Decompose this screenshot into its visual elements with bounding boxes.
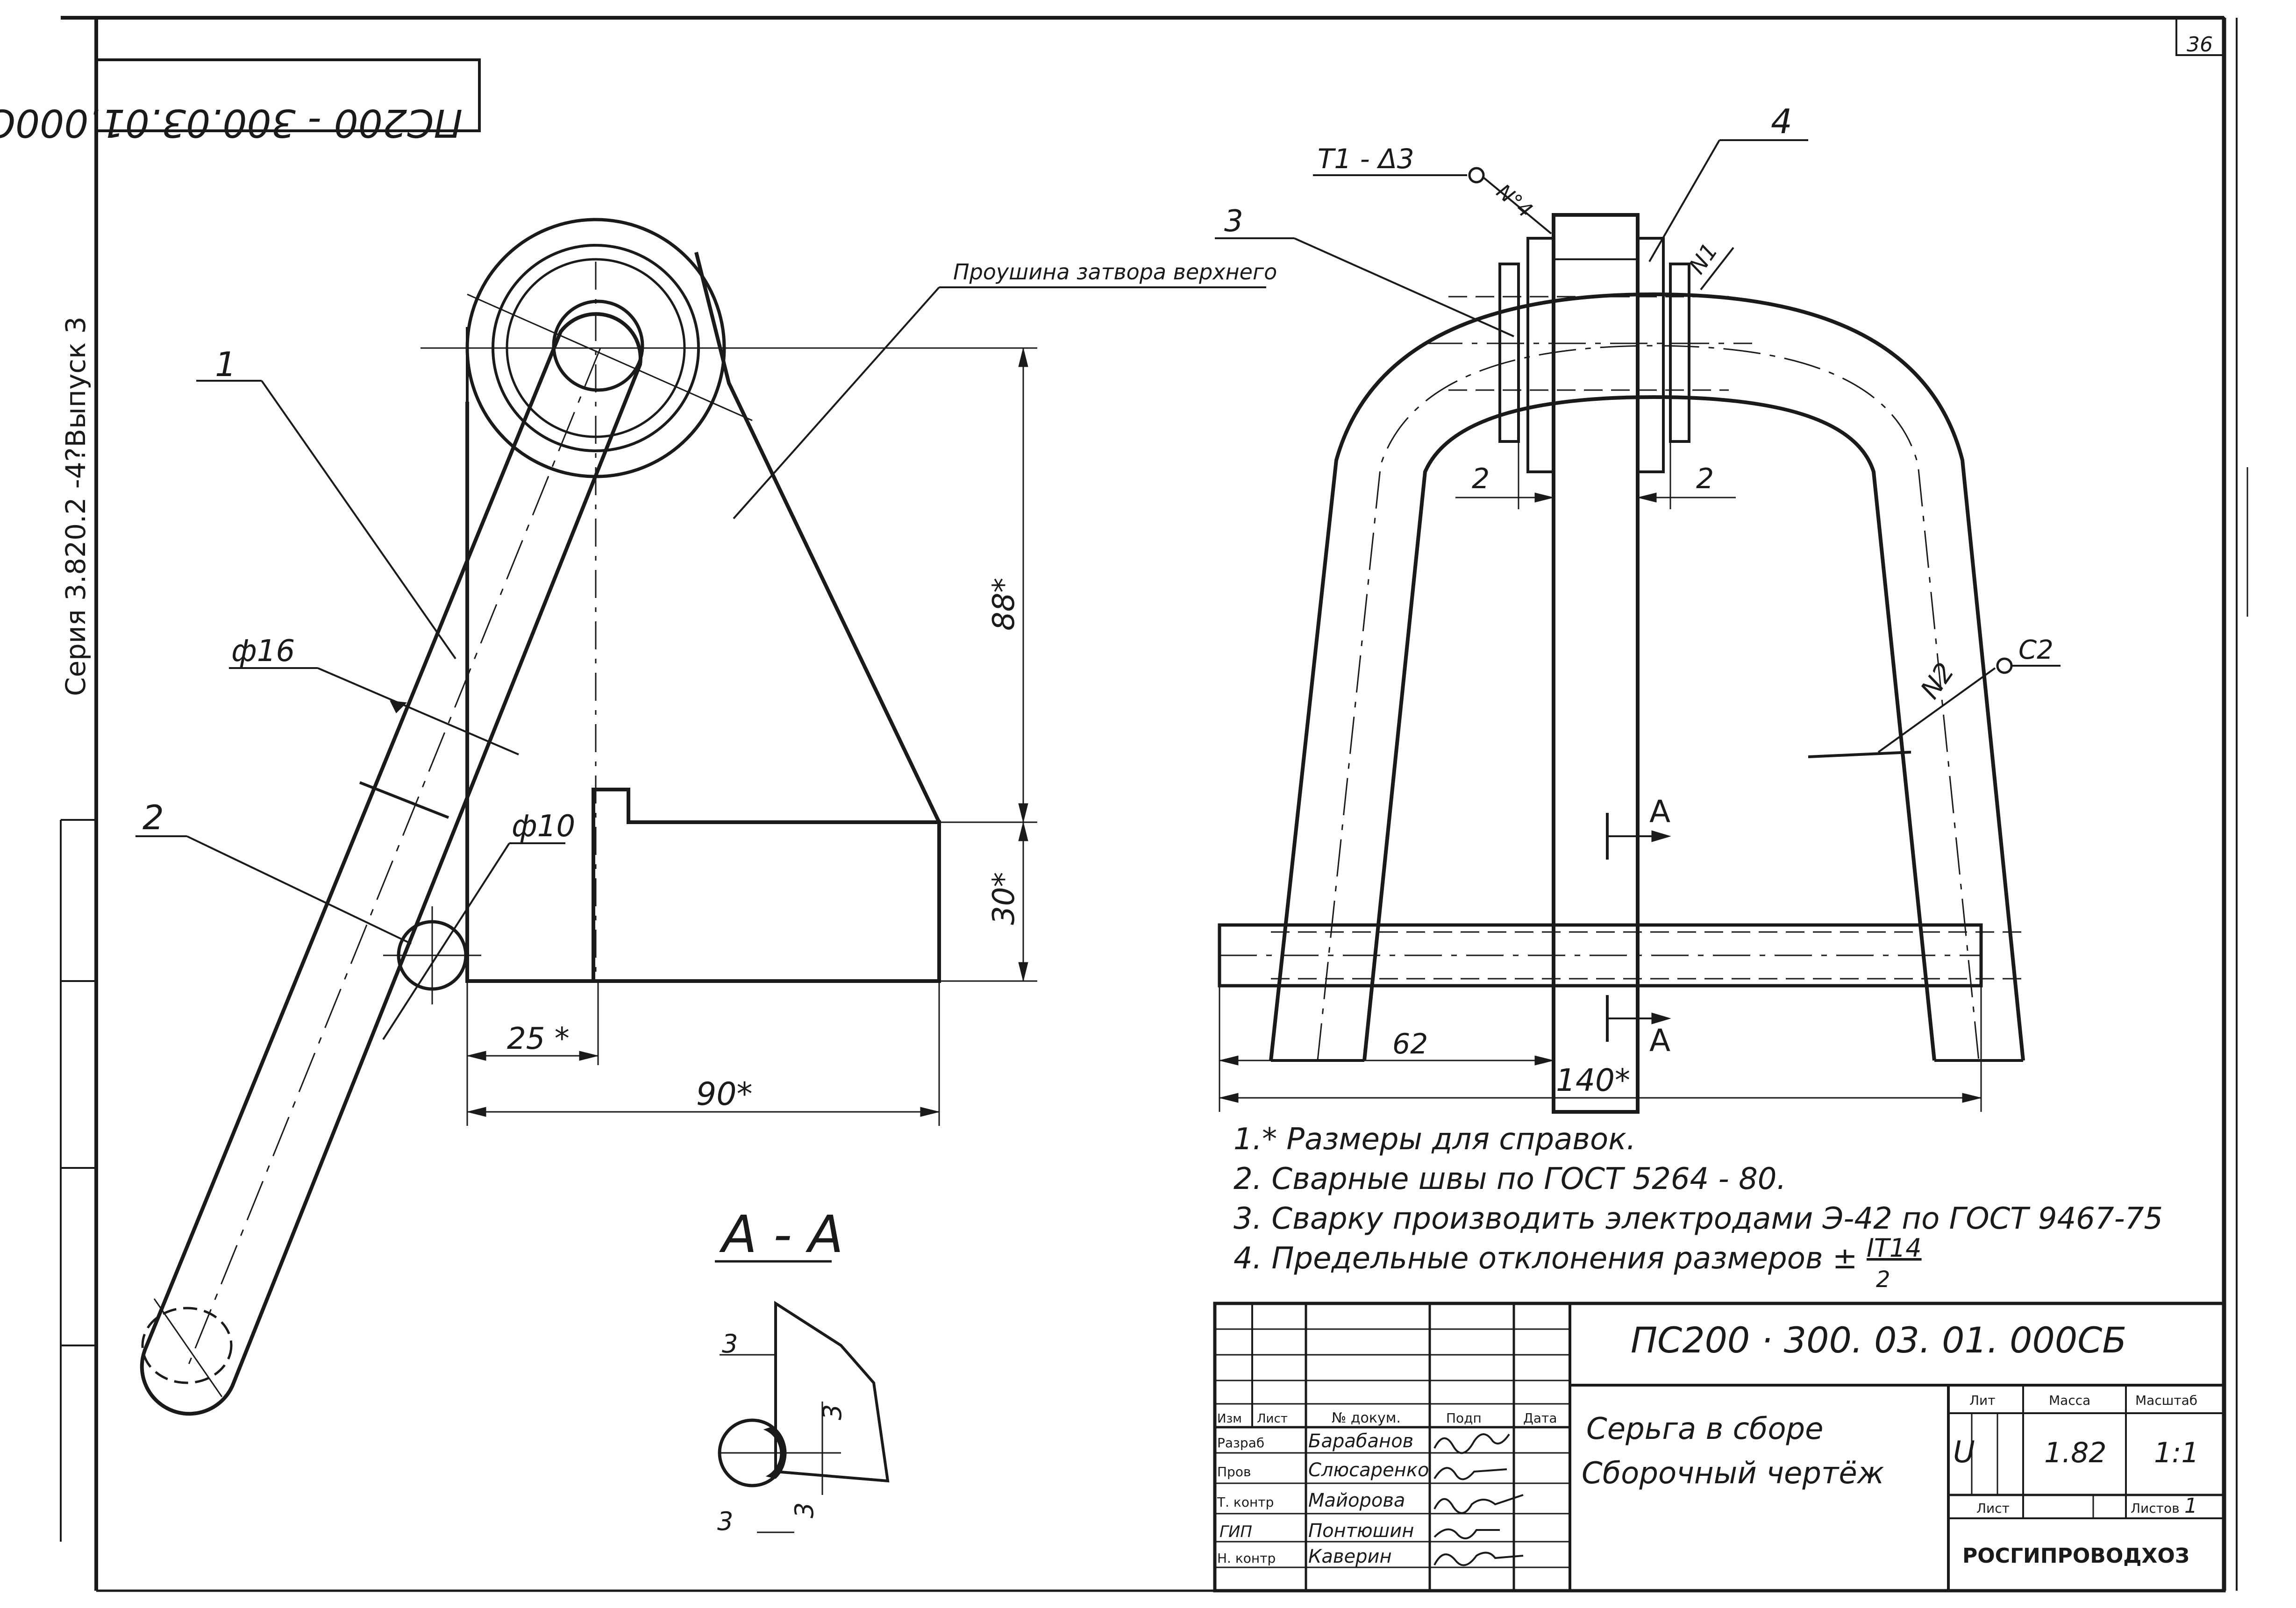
tb-role-prov: Пров — [1217, 1464, 1251, 1480]
note-3: 3. Сварку производить электродами Э-42 п… — [1234, 1202, 2163, 1236]
dim-2-right: 2 — [1696, 462, 1714, 495]
tb-person-1: Барабанов — [1308, 1430, 1413, 1452]
note-1: 1.* Размеры для справок. — [1234, 1122, 1636, 1157]
tb-person-4: Понтюшин — [1308, 1520, 1414, 1542]
dim-90: 90* — [696, 1076, 753, 1113]
tb-col-lit: Лит — [1969, 1393, 1996, 1408]
tb-role-razrab: Разраб — [1217, 1435, 1264, 1451]
eye-plate-outline — [465, 252, 941, 983]
tb-sheet-label: Лист — [1976, 1501, 2010, 1516]
section-mark-top: А — [1649, 794, 1670, 830]
signatures — [1433, 1433, 1524, 1566]
front-view — [1215, 139, 2061, 1114]
leader-label-3: 3 — [1224, 204, 1243, 239]
eye-plate-section — [1552, 213, 1640, 1114]
weld-t1: Т1 - Δ3 — [1318, 143, 1414, 175]
tb-hdr-izm: Изм — [1217, 1412, 1242, 1426]
section-view — [715, 1260, 890, 1533]
tb-scale-value: 1:1 — [2154, 1437, 2199, 1469]
tb-sheets-value: 1 — [2184, 1494, 2197, 1518]
tb-person-3: Майорова — [1308, 1490, 1405, 1511]
tb-person-5: Каверин — [1308, 1546, 1392, 1567]
note-4: 4. Предельные отклонения размеров ± — [1234, 1241, 1858, 1276]
section-mark-bottom: А — [1649, 1023, 1670, 1059]
series-label: Серия 3.820.2 -4?Выпуск 3 — [60, 316, 92, 696]
tb-mass-value: 1.82 — [2044, 1437, 2107, 1469]
leader-label-1: 1 — [215, 345, 236, 384]
tb-role-nkontr: Н. контр — [1217, 1551, 1276, 1566]
tb-name-line1: Серьга в сборе — [1586, 1412, 1823, 1446]
page-number: 36 — [2187, 33, 2213, 57]
leader-label-2: 2 — [143, 798, 164, 837]
tb-hdr-podp: Подп — [1446, 1410, 1482, 1426]
dim-30: 30* — [987, 872, 1021, 925]
section-dim-3-top: 3 — [722, 1329, 738, 1359]
dim-2-left: 2 — [1472, 462, 1490, 495]
note-2: 2. Сварные швы по ГОСТ 5264 - 80. — [1234, 1162, 1786, 1196]
tb-sheets-label: Листов — [2131, 1501, 2180, 1516]
leader-label-4: 4 — [1771, 102, 1792, 141]
tb-role-gip: ГИП — [1219, 1523, 1252, 1541]
tb-col-mass: Масса — [2049, 1393, 2090, 1408]
tb-hdr-data: Дата — [1523, 1410, 1557, 1426]
tb-role-tkontr: Т. контр — [1217, 1494, 1274, 1510]
shackle-rod — [140, 312, 642, 1416]
section-dim-3-bottom: 3 — [717, 1507, 733, 1536]
tb-name-line2: Сборочный чертёж — [1582, 1456, 1884, 1491]
section-dim-3-right-top: 3 — [818, 1404, 847, 1420]
tb-col-scale: Масштаб — [2135, 1393, 2197, 1408]
section-title: А - А — [719, 1204, 843, 1264]
dim-88: 88* — [987, 578, 1021, 631]
section-plate — [774, 1301, 890, 1483]
note-4-divisor: 2 — [1876, 1266, 1890, 1293]
spacer-right — [1636, 237, 1665, 473]
note-4-tolerance: IT14 — [1867, 1233, 1922, 1263]
tb-person-2: Слюсаренко — [1308, 1459, 1429, 1481]
tb-hdr-ndoc: № докум. — [1332, 1410, 1401, 1426]
shackle-outer — [1269, 292, 2025, 1061]
shackle-inner — [1362, 395, 1936, 1061]
tb-designation: ПС200 · 300. 03. 01. 000СБ — [1631, 1319, 2126, 1361]
dim-phi16: ф16 — [231, 634, 295, 669]
washer-right — [1669, 263, 1690, 443]
dim-25: 25 * — [507, 1022, 570, 1056]
side-view — [135, 218, 1266, 1416]
spacer-left — [1526, 237, 1555, 473]
washer-left — [1498, 263, 1520, 443]
dim-140: 140* — [1556, 1062, 1630, 1098]
weld-c2: С2 — [2018, 635, 2054, 665]
eye-plate-label: Проушина затвора верхнего — [953, 259, 1277, 285]
sheet-frame — [60, 16, 2248, 1592]
title-block — [1213, 1302, 2226, 1593]
mirrored-designation: ПС200 - 300.03.01.000СБ — [0, 100, 463, 145]
dim-62: 62 — [1392, 1028, 1428, 1060]
tb-lit-value: U — [1953, 1435, 1975, 1470]
section-dim-3-right-bottom: 3 — [790, 1502, 819, 1518]
dim-phi10: ф10 — [512, 809, 575, 844]
tb-hdr-list: Лист — [1257, 1412, 1288, 1426]
tb-organization: РОСГИПРОВОДХОЗ — [1962, 1544, 2189, 1568]
